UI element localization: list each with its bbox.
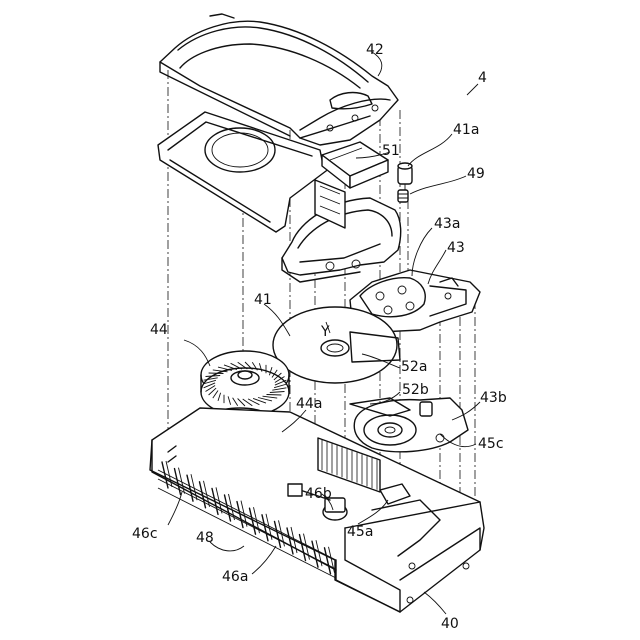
fan-blade bbox=[267, 395, 282, 396]
label-52a: 52a bbox=[401, 359, 427, 375]
label-46b: 46b bbox=[305, 486, 332, 502]
label-y: Y bbox=[320, 324, 330, 340]
label-43: 43 bbox=[447, 240, 465, 256]
label-44: 44 bbox=[150, 322, 168, 338]
label-42: 42 bbox=[366, 42, 384, 58]
label-43a: 43a bbox=[434, 216, 460, 232]
label-48: 48 bbox=[196, 530, 214, 546]
block-51 bbox=[322, 142, 388, 188]
label-4: 4 bbox=[478, 70, 487, 86]
middle-duct-frame bbox=[282, 180, 401, 282]
gear-assembly-45c bbox=[350, 398, 468, 452]
label-41a: 41a bbox=[453, 122, 479, 138]
fan-wheel-44 bbox=[201, 351, 289, 416]
fastener-49 bbox=[398, 190, 408, 202]
label-45a: 45a bbox=[347, 524, 373, 540]
label-44a: 44a bbox=[296, 396, 322, 412]
label-40: 40 bbox=[441, 616, 459, 632]
label-46c: 46c bbox=[132, 526, 158, 542]
label-46a: 46a bbox=[222, 569, 248, 585]
fan-blade bbox=[209, 373, 224, 374]
label-43b: 43b bbox=[480, 390, 507, 406]
label-51: 51 bbox=[382, 143, 400, 159]
label-52b: 52b bbox=[402, 382, 429, 398]
label-49: 49 bbox=[467, 166, 485, 182]
label-45c: 45c bbox=[478, 436, 504, 452]
label-41: 41 bbox=[254, 292, 272, 308]
